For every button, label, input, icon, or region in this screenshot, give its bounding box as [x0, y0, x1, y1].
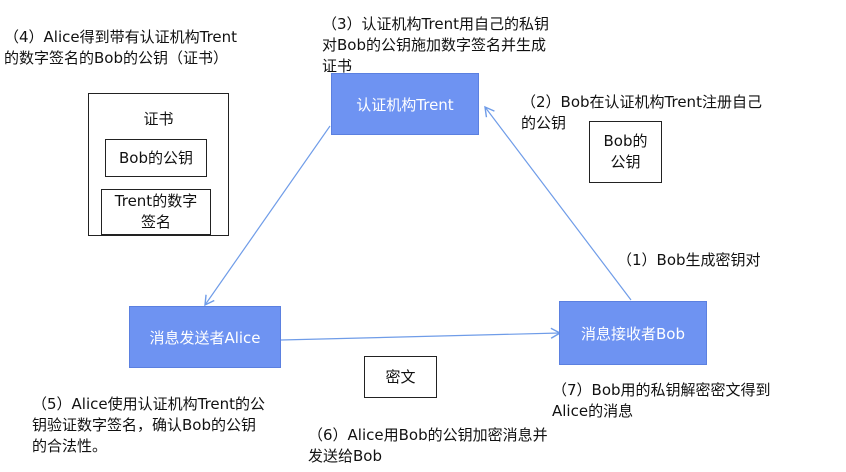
- certificate-signature: Trent的数字 签名: [101, 189, 211, 235]
- node-bob-receiver: 消息接收者Bob: [559, 301, 707, 365]
- certificate-pubkey: Bob的公钥: [105, 139, 207, 177]
- step-2-note: （2）Bob在认证机构Trent注册自己 的公钥: [521, 93, 762, 132]
- node-ca-trent: 认证机构Trent: [331, 73, 479, 135]
- certificate-title: 证书: [143, 110, 174, 128]
- bob-pubkey-box: Bob的 公钥: [589, 121, 662, 183]
- arrow-bob-to-trent: [484, 105, 632, 301]
- arrow-alice-to-bob: [280, 327, 562, 341]
- node-alice-sender: 消息发送者Alice: [129, 306, 281, 368]
- step-1-note: （1）Bob生成密钥对: [617, 251, 761, 269]
- step-7-note: （7）Bob用的私钥解密密文得到 Alice的消息: [552, 381, 771, 420]
- step-5-note: （5）Alice使用认证机构Trent的公 钥验证数字签名，确认Bob的公钥 的…: [32, 395, 266, 455]
- step-4-note: （4）Alice得到带有认证机构Trent 的数字签名的Bob的公钥（证书）: [4, 28, 238, 67]
- step-6-note: （6）Alice用Bob的公钥加密消息并 发送给Bob: [308, 426, 548, 465]
- arrow-trent-to-alice: [204, 125, 331, 307]
- ciphertext-box: 密文: [364, 356, 437, 398]
- step-3-note: （3）认证机构Trent用自己的私钥 对Bob的公钥施加数字签名并生成 证书: [322, 15, 549, 75]
